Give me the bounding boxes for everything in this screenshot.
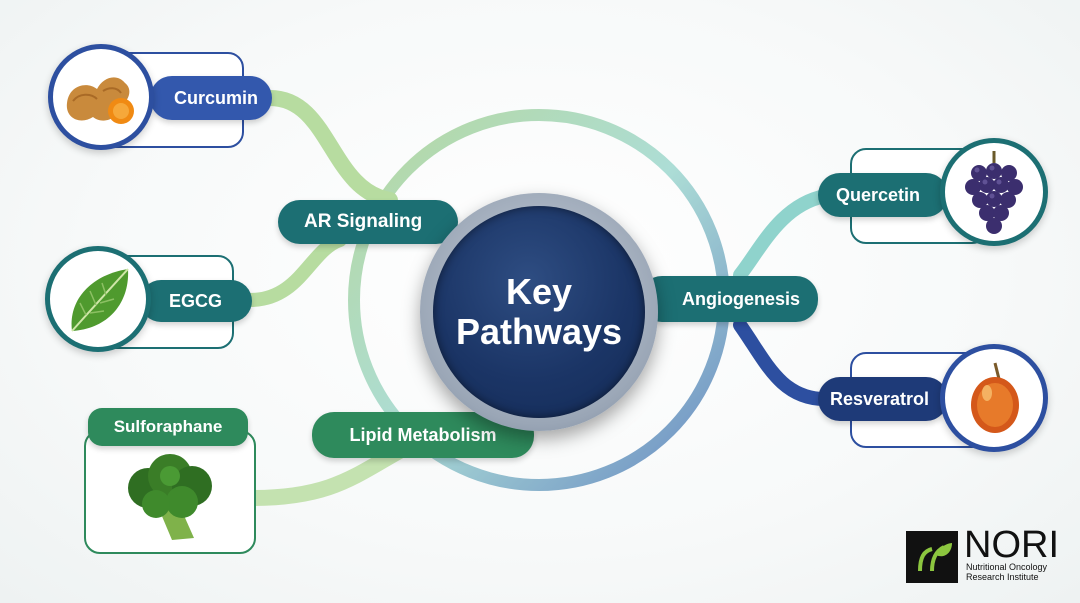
quercetin-label: Quercetin xyxy=(818,173,948,217)
logo-subtitle-line1: Nutritional Oncology xyxy=(966,562,1048,572)
hub-title-line2: Pathways xyxy=(455,311,623,352)
connector-curcumin xyxy=(262,90,398,208)
nori-logo: NORI Nutritional Oncology Research Insti… xyxy=(906,524,1066,588)
grapes-icon xyxy=(965,151,1023,234)
resveratrol-image xyxy=(940,344,1048,452)
logo-name: NORI xyxy=(964,524,1059,566)
logo-subtitle-line2: Research Institute xyxy=(966,572,1039,582)
logo-subtitle: Nutritional Oncology Research Institute xyxy=(966,562,1076,582)
sulforaphane-label: Sulforaphane xyxy=(88,408,248,446)
pathway-ar-signaling: AR Signaling xyxy=(278,200,458,244)
hub-title-line1: Key xyxy=(505,271,573,312)
hub-center: Key Pathways xyxy=(433,206,645,418)
sulforaphane-card xyxy=(84,430,256,554)
sprout-logo-icon xyxy=(906,531,958,583)
connector-resveratrol xyxy=(733,318,832,406)
red-grape-icon xyxy=(971,362,1019,433)
quercetin-image xyxy=(940,138,1048,246)
egcg-image xyxy=(45,246,151,352)
turmeric-root-icon xyxy=(66,77,134,124)
curcumin-image xyxy=(48,44,154,150)
pathway-angiogenesis: Angiogenesis xyxy=(640,276,818,322)
connector-egcg xyxy=(243,233,347,307)
egcg-label: EGCG xyxy=(140,280,252,322)
resveratrol-label: Resveratrol xyxy=(818,377,948,421)
broccoli-icon xyxy=(128,454,212,540)
curcumin-label: Curcumin xyxy=(150,76,272,120)
green-tea-leaf-icon xyxy=(71,268,129,332)
key-pathways-hub: Key Pathways xyxy=(420,193,658,431)
connector-quercetin xyxy=(733,189,832,282)
